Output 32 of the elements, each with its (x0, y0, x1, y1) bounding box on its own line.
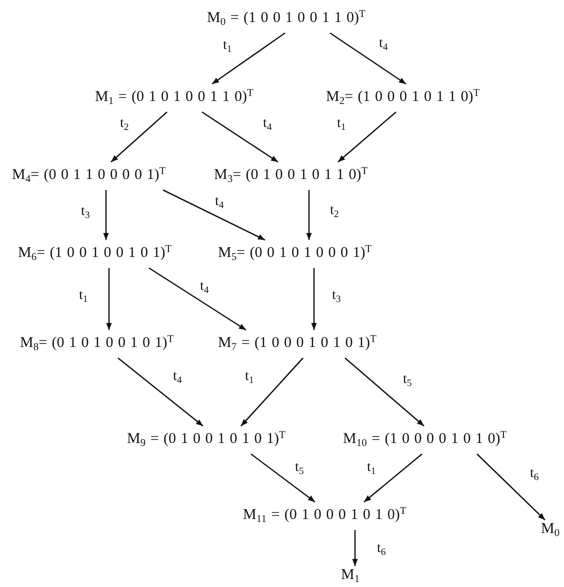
marking-label: M$_{2}$= (1 0 0 0 1 0 1 1 0)$^{T}$ (326, 85, 480, 110)
arrow (148, 267, 246, 331)
arrow (212, 32, 286, 85)
arrow (311, 268, 317, 330)
arrow (330, 32, 406, 85)
arrow (118, 358, 204, 426)
arrow (202, 111, 278, 163)
marking-label: M$_{11}$ = (0 1 0 0 0 1 0 1 0)$^{T}$ (243, 503, 406, 528)
arrow (162, 189, 266, 241)
marking-label: M$_{4}$= (0 0 1 1 0 0 0 0 1)$^{T}$ (12, 163, 166, 188)
marking-label: M$_{8}$= (0 1 0 1 0 0 1 0 1)$^{T}$ (20, 331, 174, 356)
arrow (250, 453, 316, 503)
arrow (240, 358, 304, 426)
marking-label: M$_{1}$ = (0 1 0 1 0 0 1 1 0)$^{T}$ (95, 85, 254, 110)
arrow (338, 112, 396, 162)
arrow (476, 454, 546, 520)
arrow (352, 530, 358, 566)
arrow (103, 190, 109, 240)
marking-label: M$_{6}$= (1 0 0 1 0 0 1 0 1)$^{T}$ (18, 241, 172, 266)
arrow (364, 454, 422, 502)
marking-label: M$_{7}$ = (1 0 0 0 1 0 1 0 1)$^{T}$ (218, 331, 376, 356)
arrow (306, 190, 312, 240)
marking-label: M$_{3}$= (0 1 0 0 1 0 1 1 0)$^{T}$ (214, 163, 368, 188)
marking-label: M$_{9}$ = (0 1 0 0 1 0 1 0 1)$^{T}$ (127, 427, 286, 452)
marking-label: M$_{0}$ (541, 521, 560, 542)
arrow (110, 112, 168, 162)
arrow (106, 268, 112, 330)
marking-label: M$_{10}$ = (1 0 0 0 0 1 0 1 0)$^{T}$ (343, 427, 507, 452)
marking-label: M$_{0}$ = (1 0 0 1 0 0 1 1 0)$^{T}$ (207, 6, 366, 31)
marking-label: M$_{1}$ (341, 567, 360, 587)
marking-label: M$_{5}$= (0 0 1 0 1 0 0 0 1)$^{T}$ (218, 241, 372, 266)
arrow (344, 358, 424, 426)
